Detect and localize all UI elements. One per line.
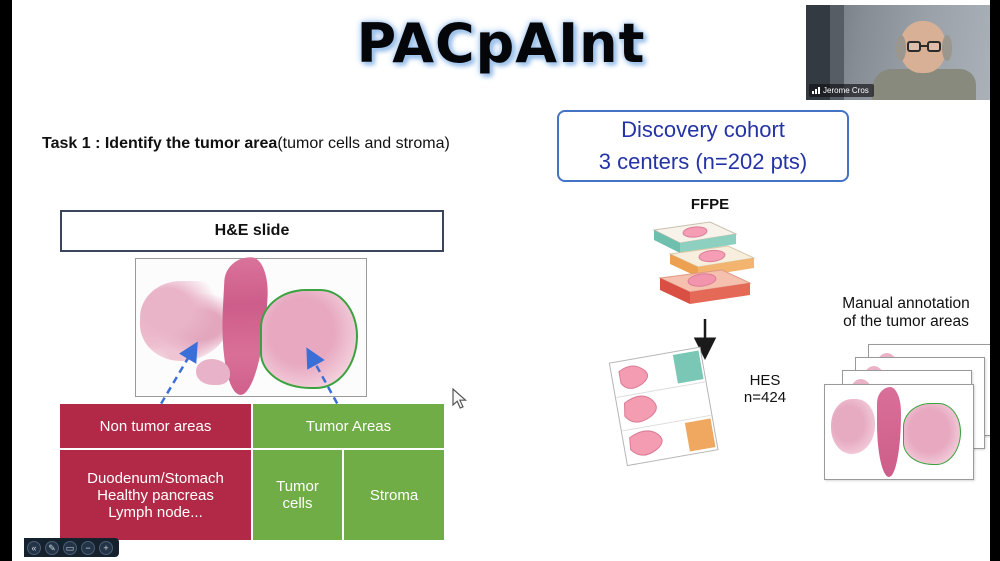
presenter-shirt [872,69,976,100]
slide-title: PACpAInt [356,12,646,75]
tumor-region-green-outline [260,289,358,389]
letterbox-left [0,0,12,561]
webcam-video: Jerome Cros [806,5,990,100]
hne-slide-box: H&E slide [60,210,444,252]
annotated-slide-card-front [824,384,974,480]
tumor-cells-cell: Tumor cells [253,450,342,540]
hes-label: HES n=424 [743,372,787,406]
monitor-edge-light [830,5,844,100]
ffpe-block-bottom [658,269,752,304]
non-tumor-tissue-region [140,281,230,361]
signal-bars-icon [812,87,820,94]
presenter-hair [942,35,952,61]
annotated-slides-stack [818,340,998,485]
tissue-thumbnail [831,399,875,454]
annotation-toolbar: « ✎ ▭ − + [24,538,119,557]
task-heading: Task 1 : Identify the tumor area(tumor c… [42,135,450,153]
manual-annotation-label: Manual annotation of the tumor areas [842,295,970,330]
tissue-fragment [196,359,230,385]
webcam-participant-name: Jerome Cros [823,86,869,95]
discovery-line1: Discovery cohort [621,117,785,143]
presenter-hair [896,35,906,61]
tumor-annotation-outline [903,403,961,465]
task-heading-rest: (tumor cells and stroma) [277,135,450,152]
tumor-classification-table: Non tumor areas Tumor Areas Duodenum/Sto… [60,404,444,540]
draw-pen-icon[interactable]: ✎ [45,540,59,555]
tumor-header-cell: Tumor Areas [253,404,444,448]
task-heading-bold: Task 1 : Identify the tumor area [42,135,278,152]
zoom-out-icon[interactable]: − [81,540,95,555]
ffpe-block-top [652,221,738,253]
discovery-line2: 3 centers (n=202 pts) [598,149,808,174]
letterbox-right [990,0,1000,561]
discovery-cohort-box: Discovery cohort 3 centers (n=202 pts) [557,110,849,182]
flow-arrow-down [693,319,717,360]
ffpe-label: FFPE [690,196,730,213]
stroma-cell: Stroma [344,450,444,540]
histology-image [135,255,367,397]
eraser-icon[interactable]: ▭ [63,540,77,555]
glasses-icon [906,41,942,52]
webcam-name-badge: Jerome Cros [809,84,874,97]
ffpe-blocks-illustration [652,221,756,304]
mouse-cursor [452,388,468,409]
non-tumor-header-cell: Non tumor areas [60,404,251,448]
hes-slides-illustration [608,346,719,467]
zoom-in-icon[interactable]: + [99,540,113,555]
tissue-thumbnail-band [877,387,901,477]
non-tumor-detail-cell: Duodenum/Stomach Healthy pancreas Lymph … [60,450,251,540]
collapse-toolbar-icon[interactable]: « [27,540,41,555]
hne-slide-label: H&E slide [214,222,290,239]
